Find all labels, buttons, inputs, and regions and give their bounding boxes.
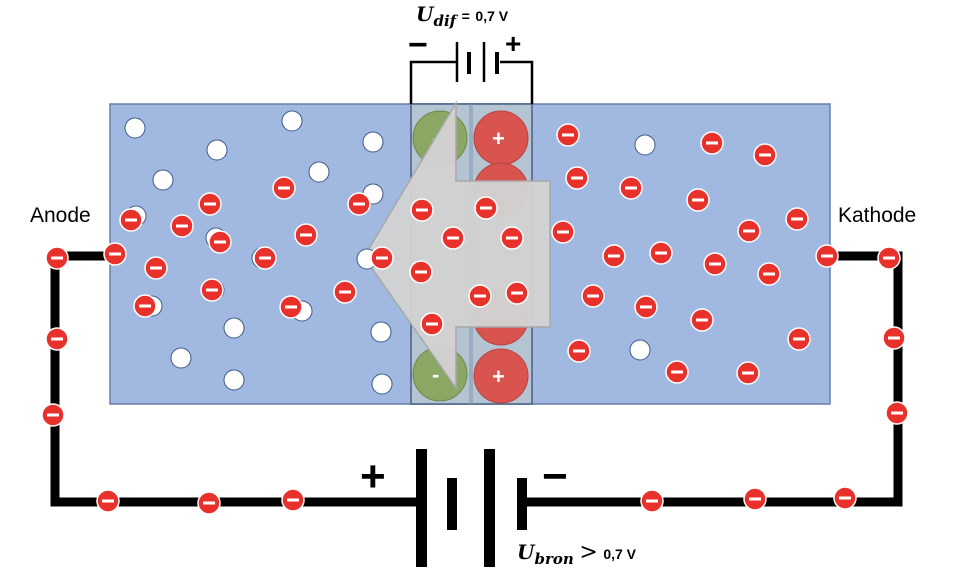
cathode-label: Kathode	[838, 204, 917, 227]
electron	[787, 327, 811, 351]
u-bron-label: Ubron > 0,7 V	[517, 540, 636, 568]
electron	[333, 280, 357, 304]
electron	[294, 223, 318, 247]
hole	[629, 339, 651, 361]
electron	[634, 295, 658, 319]
u-bron-relation: >	[579, 540, 598, 565]
u-dif-value: 0,7 V	[475, 8, 509, 24]
hole	[308, 161, 330, 183]
electron	[409, 260, 433, 284]
electron	[505, 281, 529, 305]
electron	[686, 188, 710, 212]
electron	[703, 252, 727, 276]
electron	[665, 360, 689, 384]
electron	[96, 489, 120, 513]
u-bron-value: 0,7 V	[603, 546, 637, 562]
electron	[474, 196, 498, 220]
electron	[279, 295, 303, 319]
electron	[41, 403, 65, 427]
electron	[370, 246, 394, 270]
hole	[362, 131, 384, 153]
electron	[500, 226, 524, 250]
circuit-wire	[50, 251, 903, 507]
u-dif-symbol: U	[416, 2, 434, 26]
electron	[753, 143, 777, 167]
electron	[757, 262, 781, 286]
electron	[565, 166, 589, 190]
u-bron-subscript: bron	[534, 550, 574, 568]
electron	[208, 230, 232, 254]
electron	[45, 246, 69, 270]
hole	[281, 110, 303, 132]
u-dif-subscript: dif	[433, 12, 457, 30]
electron	[103, 242, 127, 266]
electron	[737, 219, 761, 243]
electron	[690, 308, 714, 332]
electron	[45, 327, 69, 351]
electron	[877, 246, 901, 270]
positive-ion: +	[473, 110, 529, 166]
battery-plate	[517, 478, 527, 530]
bottom-battery-plus: +	[360, 452, 386, 501]
electron	[581, 284, 605, 308]
hole	[206, 139, 228, 161]
electron	[736, 361, 760, 385]
battery-plate	[416, 449, 427, 567]
hole	[634, 134, 656, 156]
electron	[420, 312, 444, 336]
electron	[144, 256, 168, 280]
u-bron-symbol: U	[517, 540, 535, 564]
anode-label: Anode	[30, 204, 91, 227]
electron	[882, 326, 906, 350]
positive-ion: +	[473, 348, 529, 404]
electron	[281, 488, 305, 512]
battery-plate	[447, 478, 457, 530]
electron	[640, 489, 664, 513]
electron	[170, 214, 194, 238]
electron	[785, 207, 809, 231]
electron	[649, 241, 673, 265]
electron	[602, 244, 626, 268]
electron	[347, 192, 371, 216]
electron	[133, 294, 157, 318]
electron	[815, 244, 839, 268]
electron	[567, 339, 591, 363]
bottom-battery-minus: −	[542, 452, 568, 501]
electron	[833, 486, 857, 510]
electron	[885, 401, 909, 425]
electron	[410, 198, 434, 222]
battery-plate	[484, 449, 495, 567]
hole	[152, 169, 174, 191]
electron	[556, 123, 580, 147]
electron	[743, 487, 767, 511]
electron	[198, 192, 222, 216]
top-battery-minus: −	[408, 26, 428, 64]
electron	[200, 278, 224, 302]
electron	[272, 176, 296, 200]
u-dif-relation: =	[461, 8, 470, 24]
hole	[370, 321, 392, 343]
svg-text:+: +	[492, 126, 505, 151]
electron	[468, 284, 492, 308]
hole	[223, 317, 245, 339]
electron	[119, 208, 143, 232]
hole	[124, 117, 146, 139]
hole	[170, 347, 192, 369]
svg-text:+: +	[492, 364, 505, 389]
top-battery-plus: +	[505, 28, 522, 59]
electron	[700, 131, 724, 155]
hole	[371, 373, 393, 395]
electron	[197, 491, 221, 515]
electron	[441, 226, 465, 250]
electron	[619, 176, 643, 200]
svg-text:-: -	[432, 362, 439, 387]
electron	[253, 246, 277, 270]
hole	[223, 369, 245, 391]
top-battery	[409, 42, 534, 104]
electron	[551, 220, 575, 244]
u-dif-label: Udif = 0,7 V	[416, 2, 508, 30]
